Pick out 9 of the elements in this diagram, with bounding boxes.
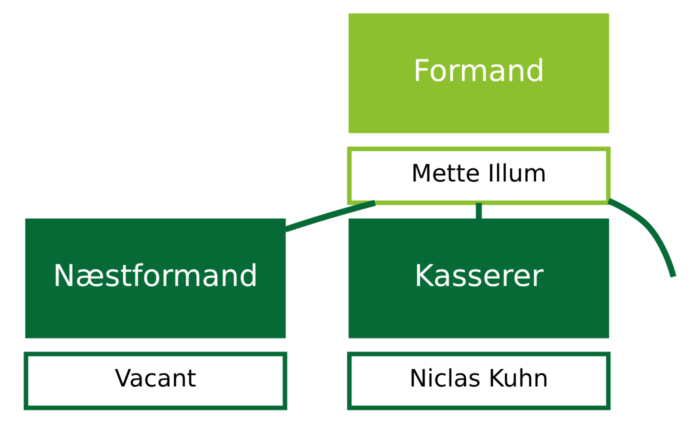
connector [475,202,482,220]
node-box: Formand [348,13,609,134]
node-box: Mette Illum [346,146,610,205]
node-box: Næstformand [24,218,286,338]
node-box: Kasserer [348,218,609,338]
node-box: Vacant [23,352,287,410]
node-box: Niclas Kuhn [346,352,610,410]
connector [284,200,376,232]
connector [606,198,676,278]
